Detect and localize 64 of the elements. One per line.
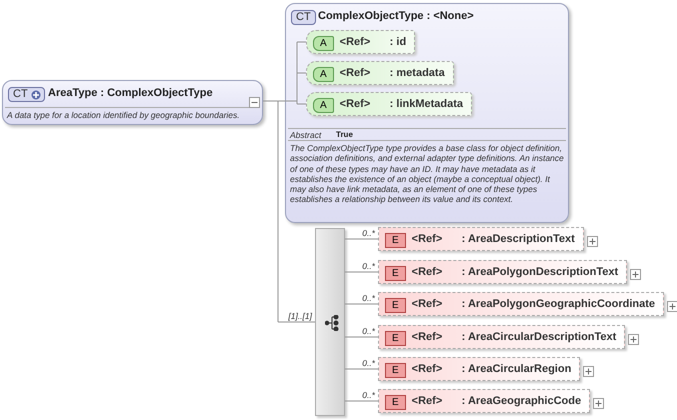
ref-label: <Ref> (412, 233, 444, 245)
connector-line (296, 72, 298, 102)
connector-line (296, 72, 306, 74)
element-badge: E (385, 266, 406, 281)
type-badge: CT (291, 10, 316, 25)
edge-label: 0..* (362, 228, 375, 238)
element-name: : AreaGeographicCode (462, 395, 582, 407)
element-badge: E (385, 395, 406, 410)
attribute-name: : metadata (390, 67, 446, 79)
element-box (378, 260, 628, 284)
ref-label: <Ref> (412, 266, 444, 278)
ref-label: <Ref> (412, 363, 444, 375)
attribute-name: : id (390, 36, 408, 48)
element-name: : AreaCircularRegion (462, 363, 572, 375)
connector-line (344, 400, 378, 402)
type-box (2, 80, 263, 125)
element-box (378, 325, 626, 349)
property-name: Abstract (290, 130, 322, 140)
base-type-box (285, 3, 569, 223)
type-badge: CT (8, 87, 45, 102)
edge-label: [1]..[1] (288, 311, 312, 321)
type-description: A data type for a location identified by geographic boundaries. (7, 110, 240, 120)
edge-label: 0..* (362, 358, 375, 368)
connector-line (344, 238, 378, 240)
property-value: True (336, 130, 353, 139)
element-name: : AreaPolygonDescriptionText (462, 266, 620, 278)
attribute-box (306, 92, 472, 116)
connector-line (344, 336, 378, 338)
sequence-bar (315, 228, 345, 416)
connector-line (296, 100, 298, 104)
element-name: : AreaPolygonGeographicCoordinate (462, 298, 656, 310)
edge-label: 0..* (362, 293, 375, 303)
attribute-badge: A (313, 98, 334, 113)
element-badge: E (385, 233, 406, 248)
type-description: The ComplexObjectType type provides a base class for object definition, association definitions, and external adapter type definitions. An instance of one of these types may have an ID. It may have metadata as it establishes the existence of an object (maybe a conceptual object). It may also have link metadata, as an element of one of these types establishes a relationship between its value and its context. (290, 143, 565, 205)
ref-label: <Ref> (340, 98, 372, 110)
attribute-box (306, 30, 416, 54)
type-title: ComplexObjectType : <None> (318, 10, 474, 22)
element-name: : AreaCircularDescriptionText (462, 331, 618, 343)
ref-label: <Ref> (412, 395, 444, 407)
attribute-badge: A (313, 67, 334, 82)
element-badge: E (385, 331, 406, 346)
element-box (378, 389, 590, 413)
attribute-name: : linkMetadata (390, 98, 464, 110)
attribute-badge: A (313, 36, 334, 51)
element-box (378, 292, 664, 316)
element-box (378, 227, 584, 251)
ref-label: <Ref> (340, 36, 372, 48)
ref-label: <Ref> (412, 331, 444, 343)
element-box (378, 357, 580, 381)
edge-label: 0..* (362, 326, 375, 336)
element-name: : AreaDescriptionText (462, 233, 576, 245)
edge-label: 0..* (362, 261, 375, 271)
ref-label: <Ref> (412, 298, 444, 310)
element-badge: E (385, 363, 406, 378)
connector-line (296, 42, 298, 74)
attribute-box (306, 61, 454, 85)
ref-label: <Ref> (340, 67, 372, 79)
connector-line (344, 368, 378, 370)
type-title: AreaType : ComplexObjectType (48, 87, 213, 99)
element-badge: E (385, 298, 406, 313)
connector-line (262, 100, 278, 102)
edge-label: 0..* (362, 390, 375, 400)
connector-line (278, 100, 298, 102)
